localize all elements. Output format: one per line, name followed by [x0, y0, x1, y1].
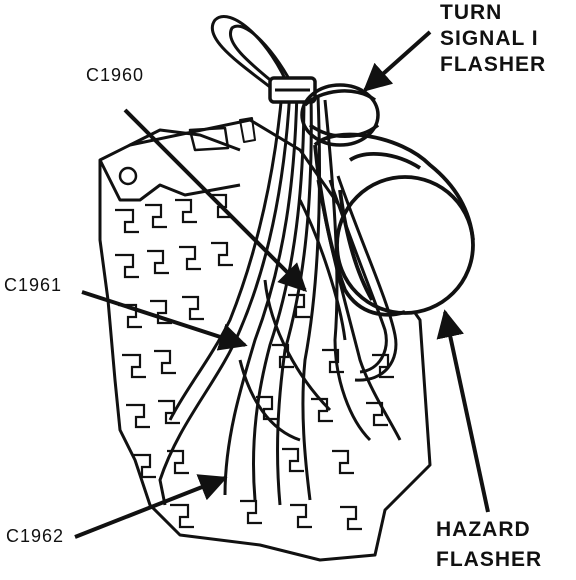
c1961-arrow — [81, 290, 248, 351]
hazard-label-line1: HAZARD — [436, 518, 531, 541]
flasher-wires — [328, 175, 398, 382]
turn-signal-flasher — [300, 83, 380, 147]
fuse-panel — [98, 117, 432, 562]
turn-signal-label-line3: FLASHER — [440, 53, 547, 76]
c1962-arrow — [74, 474, 228, 539]
hazard-label-line2: FLASHER — [436, 548, 543, 571]
turn-signal-arrow — [362, 30, 432, 92]
leader-arrows — [74, 30, 490, 539]
c1961-label: C1961 — [4, 275, 63, 295]
c1960-arrow — [123, 108, 307, 292]
turn-signal-label-line1: TURN — [440, 1, 503, 24]
hazard-flasher — [313, 132, 475, 317]
fuse-cavities — [115, 193, 394, 531]
turn-signal-label-line2: SIGNAL I — [440, 27, 539, 50]
hazard-arrow — [436, 309, 490, 513]
c1960-label: C1960 — [86, 65, 145, 85]
c1962-label: C1962 — [6, 526, 65, 546]
connector-c1960 — [211, 15, 317, 104]
wire-harness — [158, 89, 402, 506]
